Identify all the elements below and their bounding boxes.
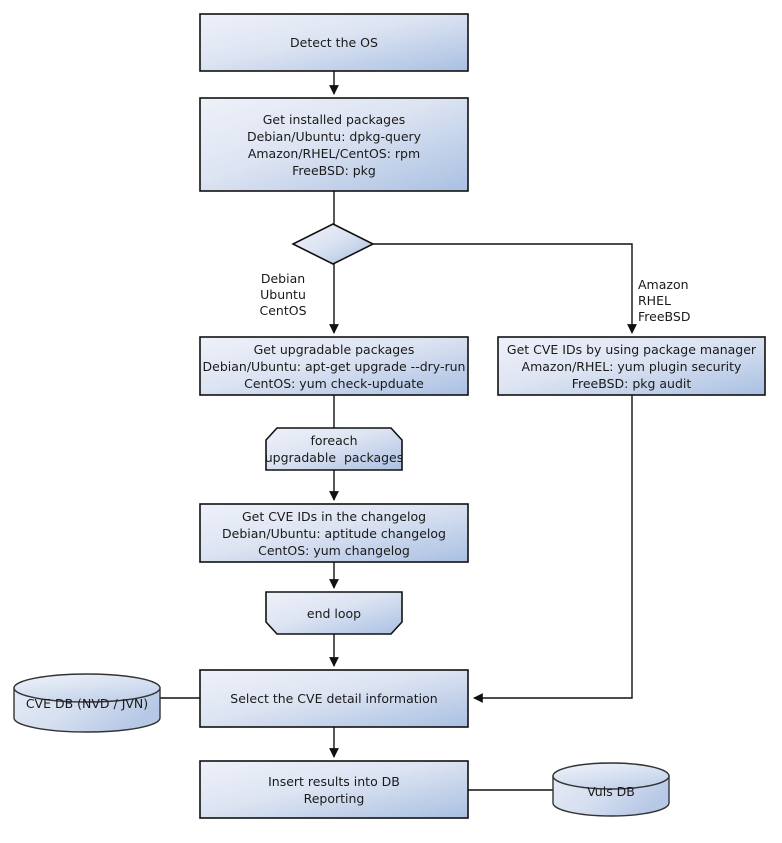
node-vuls-db[interactable] (552, 762, 670, 817)
edge-pkgmanager-to-select (473, 395, 633, 703)
node-get-upgradable-packages[interactable] (199, 336, 469, 396)
node-get-cve-ids-package-manager[interactable] (497, 336, 766, 396)
edge-decision-to-pkgmanager (373, 243, 637, 334)
node-detect-os[interactable] (199, 13, 469, 72)
node-os-decision[interactable] (291, 223, 375, 265)
node-foreach-upgradable[interactable] (265, 427, 403, 471)
node-get-cve-ids-changelog[interactable] (199, 503, 469, 563)
node-select-cve-detail[interactable] (199, 669, 469, 728)
node-end-loop[interactable] (265, 591, 403, 635)
connector-group (160, 71, 637, 791)
node-get-installed-packages[interactable] (199, 97, 469, 192)
node-insert-results[interactable] (199, 760, 469, 819)
node-cve-db[interactable] (13, 673, 161, 733)
